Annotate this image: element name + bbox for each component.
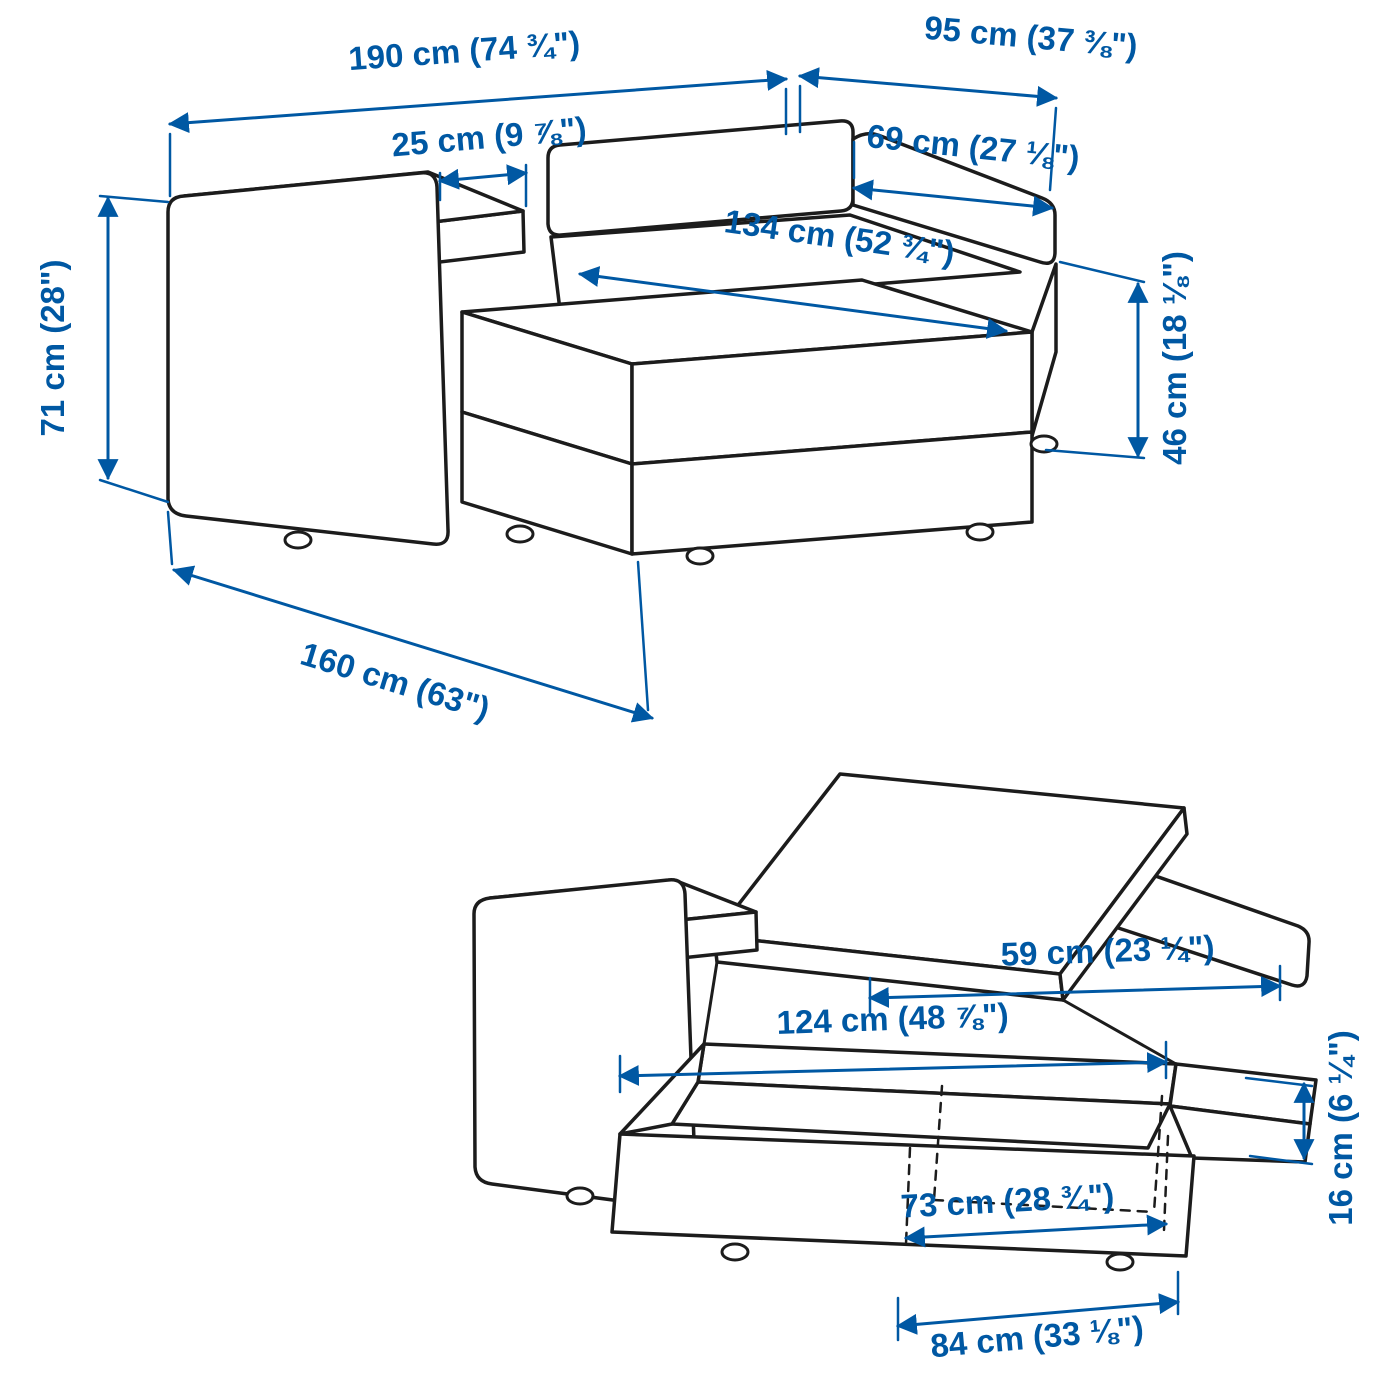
dim-label-storage-front-width: 84 cm (33 ⅛") [929, 1309, 1145, 1364]
dim-ext-total-depth-right [636, 560, 650, 712]
dim-arrow-armrest-width [437, 164, 529, 190]
sofa-foot [720, 1242, 750, 1262]
dim-label-total-width: 190 cm (74 ¾") [347, 24, 581, 77]
armrest-side-panel [166, 171, 450, 546]
dim-label-chaise-width: 95 cm (37 ⅜") [923, 9, 1139, 64]
dim-ext-total-height-bottom [98, 478, 170, 504]
dim-label-total-depth: 160 cm (63") [297, 635, 495, 728]
seat-base-front-face [630, 430, 1034, 556]
dim-arrow-storage-inner-width [903, 1214, 1169, 1248]
dim-label-total-height: 71 cm (28") [34, 259, 71, 436]
dim-arrow-total-width [167, 69, 789, 134]
sofa-top-view-drawing [166, 119, 1059, 566]
dim-ext-storage-height-top [1244, 1076, 1314, 1088]
dim-ext-seat-height-bottom [1044, 448, 1146, 460]
right-cushion-end-face [1030, 262, 1058, 438]
dim-ext-total-depth-left [166, 510, 174, 566]
dim-arrow-seat-depth [577, 266, 1009, 339]
sofa-foot [505, 524, 535, 544]
dim-ext-chaise-width-right [1048, 106, 1058, 192]
dim-label-storage-height: 16 cm (6 ¼") [1322, 1030, 1359, 1225]
hinge-edge-right [1061, 998, 1178, 1066]
dim-arrow-total-depth [171, 565, 655, 723]
dim-arrow-lid-width [867, 976, 1283, 1008]
sofa-foot [685, 546, 715, 566]
hinge-edge-left [702, 960, 719, 1046]
dim-arrow-storage-front-width [895, 1293, 1181, 1335]
divider-dashed-line-bottom [932, 1198, 1156, 1214]
sofa-foot [1029, 434, 1059, 454]
dim-ext-storage-height-bottom [1248, 1154, 1314, 1166]
dim-ext-seat-height-top [1058, 260, 1146, 284]
sofa-foot [565, 1186, 595, 1206]
divider-dashed-line-left [932, 1084, 944, 1202]
sofa-foot [1105, 1252, 1135, 1272]
dim-dashed-ext-inner-width-left [904, 1146, 912, 1246]
divider-dashed-line-right [1152, 1094, 1164, 1214]
dim-arrow-storage-length [617, 1051, 1169, 1087]
dim-label-seat-height: 46 cm (18 ⅛") [1156, 251, 1193, 465]
sofa-foot [283, 530, 313, 550]
dim-arrow-chaise-width [797, 67, 1059, 107]
sofa-foot [965, 522, 995, 542]
dim-label-lid-width: 59 cm (23 ¼") [1000, 928, 1215, 972]
dim-ext-total-height-top [98, 194, 170, 204]
dim-arrow-backrest-width [851, 179, 1055, 217]
dim-label-storage-length: 124 cm (48 ⅞") [776, 996, 1009, 1041]
